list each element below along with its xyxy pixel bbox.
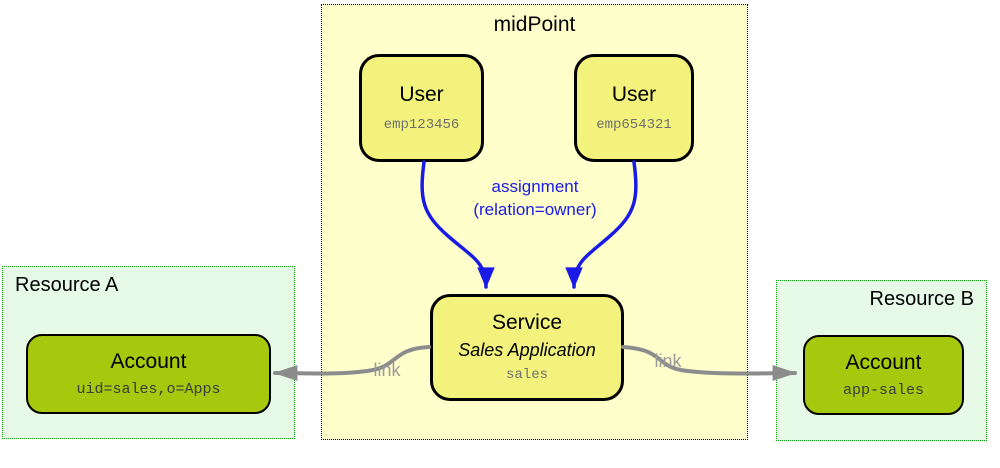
account-a-box: Account uid=sales,o=Apps <box>26 334 271 414</box>
account-b-id: app-sales <box>842 381 924 399</box>
link-label-left: link <box>373 360 401 380</box>
assignment-label-line2: (relation=owner) <box>473 199 597 219</box>
account-b-box: Account app-sales <box>803 335 964 415</box>
link-label-right: link <box>654 351 682 371</box>
service-type-label: Service <box>491 311 563 335</box>
user-1-type-label: User <box>399 82 444 106</box>
service-id: sales <box>505 367 548 384</box>
midpoint-title: midPoint <box>493 13 576 36</box>
resource-b-container: Resource B Account app-sales <box>776 280 987 441</box>
service-display-name: Sales Application <box>458 340 596 361</box>
account-a-id: uid=sales,o=Apps <box>76 380 221 398</box>
user-2-id: emp654321 <box>596 116 672 133</box>
resource-a-container: Resource A Account uid=sales,o=Apps <box>2 266 295 439</box>
assignment-edge-label: assignment (relation=owner) <box>435 176 635 222</box>
user-box-1: User emp123456 <box>359 54 484 162</box>
account-b-type-label: Account <box>845 350 922 374</box>
user-2-type-label: User <box>611 82 657 106</box>
user-box-2: User emp654321 <box>574 54 694 162</box>
resource-a-title: Resource A <box>15 274 119 296</box>
account-a-type-label: Account <box>110 349 187 373</box>
assignment-label-line1: assignment <box>491 177 579 196</box>
resource-b-title: Resource B <box>869 288 975 310</box>
service-box: Service Sales Application sales <box>430 294 624 401</box>
user-1-id: emp123456 <box>383 116 460 133</box>
